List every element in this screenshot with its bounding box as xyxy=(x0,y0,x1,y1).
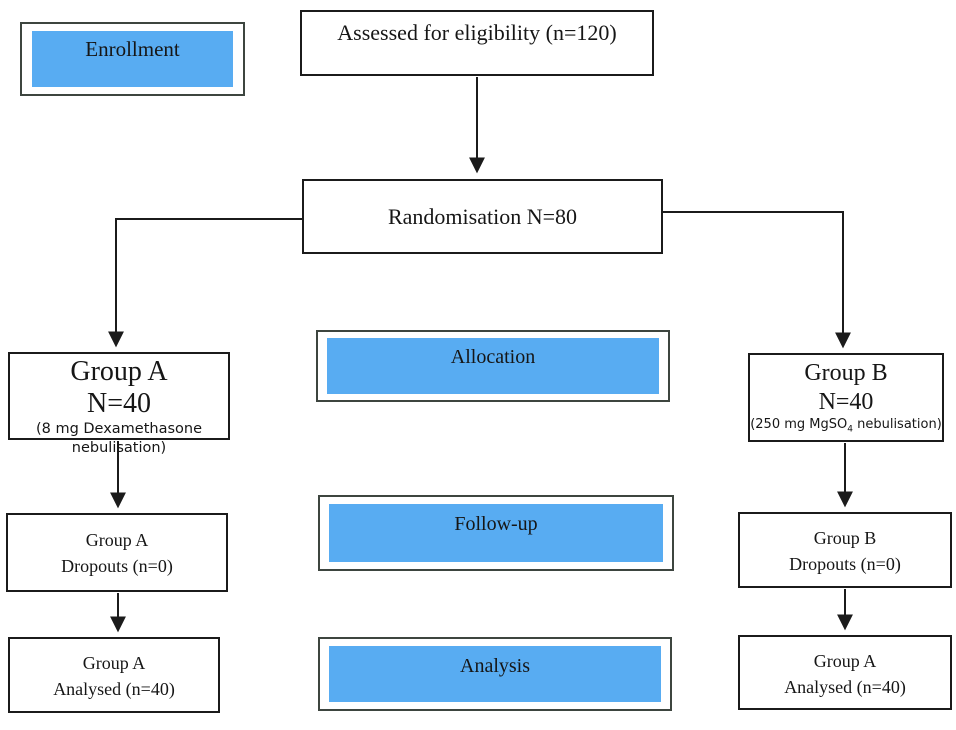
group-a-dropouts-box: Group A Dropouts (n=0) xyxy=(6,513,228,592)
group-b-analysed-line1: Group A xyxy=(813,651,877,671)
group-b-detail-subscript: 4 xyxy=(847,424,853,435)
analysis-banner-fill: Analysis xyxy=(329,646,661,702)
allocation-banner-fill: Allocation xyxy=(327,338,659,394)
group-a-dropouts-line1: Group A xyxy=(85,530,149,550)
group-a-analysed-box: Group A Analysed (n=40) xyxy=(8,637,220,713)
analysis-label: Analysis xyxy=(460,655,530,677)
assessed-for-eligibility-box: Assessed for eligibility (n=120) xyxy=(300,10,654,76)
group-b-dropouts-line1: Group B xyxy=(813,528,877,548)
group-b-detail-post: nebulisation) xyxy=(852,416,942,432)
randomisation-box: Randomisation N=80 xyxy=(302,179,663,254)
allocation-label: Allocation xyxy=(450,346,536,368)
randomisation-text: Randomisation N=80 xyxy=(387,203,577,229)
enrollment-banner: Enrollment xyxy=(20,22,245,96)
group-b-box: Group B N=40 (250 mg MgSO4 nebulisation) xyxy=(748,353,944,442)
enrollment-banner-fill: Enrollment xyxy=(32,31,233,87)
group-b-detail: (250 mg MgSO4 nebulisation) xyxy=(750,417,942,436)
group-b-analysed-line2: Analysed (n=40) xyxy=(784,677,906,698)
group-a-dropouts-line2: Dropouts (n=0) xyxy=(61,556,173,577)
arrow-randomisation-to-group-b xyxy=(663,211,851,349)
followup-banner: Follow-up xyxy=(318,495,674,571)
group-a-title: Group A xyxy=(70,356,168,387)
followup-label: Follow-up xyxy=(454,513,538,535)
group-a-analysed-line2: Analysed (n=40) xyxy=(53,679,175,700)
analysis-banner: Analysis xyxy=(318,637,672,711)
group-b-dropouts-box: Group B Dropouts (n=0) xyxy=(738,512,952,588)
group-a-analysed-line1: Group A xyxy=(82,653,146,673)
group-b-title: Group B xyxy=(804,360,888,386)
enrollment-label: Enrollment xyxy=(85,37,180,61)
group-b-analysed-box: Group A Analysed (n=40) xyxy=(738,635,952,710)
assessed-text: Assessed for eligibility (n=120) xyxy=(337,20,617,45)
allocation-banner: Allocation xyxy=(316,330,670,402)
group-b-dropouts-line2: Dropouts (n=0) xyxy=(789,554,901,575)
arrow-randomisation-to-group-a xyxy=(108,218,302,348)
group-a-box: Group A N=40 (8 mg Dexamethasone nebulis… xyxy=(8,352,230,456)
followup-banner-fill: Follow-up xyxy=(329,504,663,562)
group-a-detail: (8 mg Dexamethasone nebulisation) xyxy=(35,421,203,456)
group-b-detail-pre: (250 mg MgSO xyxy=(750,416,848,432)
group-a-n: N=40 xyxy=(86,388,151,420)
group-b-n: N=40 xyxy=(818,388,874,415)
